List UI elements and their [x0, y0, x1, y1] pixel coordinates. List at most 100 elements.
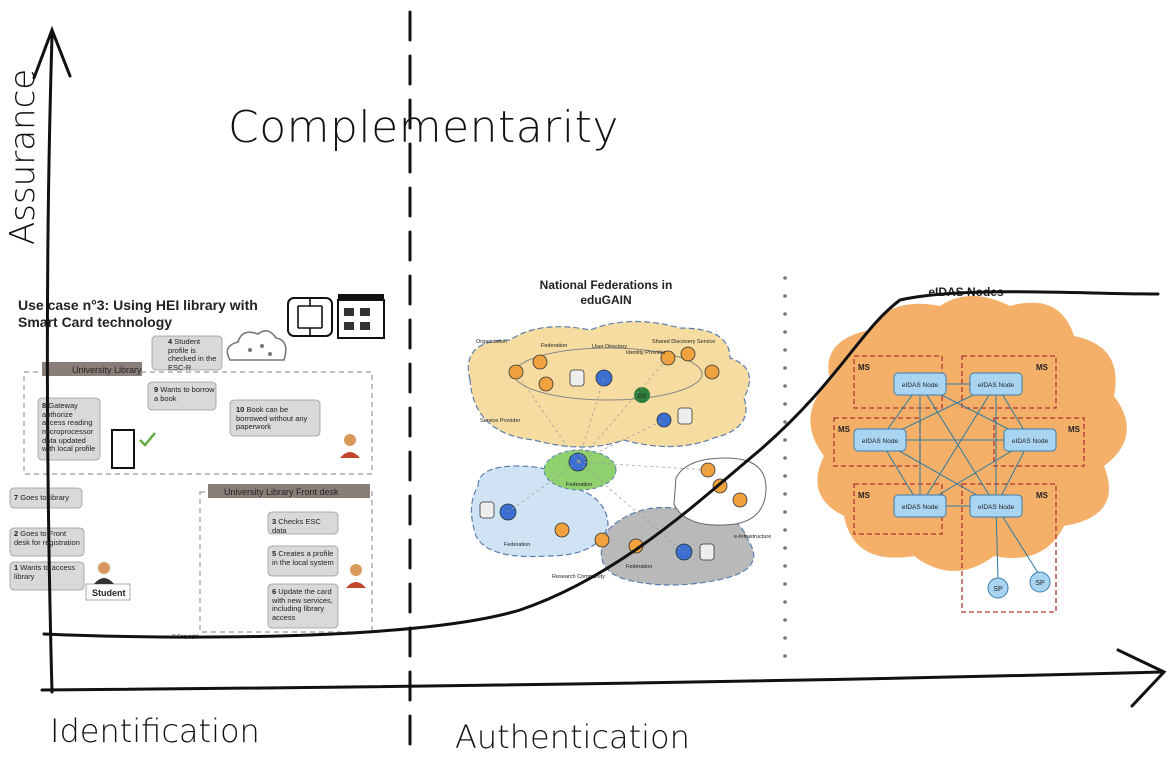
sp-node — [704, 364, 720, 380]
db-nodes — [479, 369, 715, 561]
eidas-node-label: eIDAS Node — [862, 438, 899, 445]
axes — [32, 10, 1167, 754]
ms-box — [993, 417, 1085, 467]
label-federation-bottom: Federation — [626, 564, 652, 570]
university-library-box — [23, 371, 373, 475]
label-user-directory: User Directory — [592, 344, 627, 350]
step-box-9 — [147, 381, 217, 411]
step-box-8 — [37, 397, 101, 461]
x-label-identification: Identification — [50, 712, 260, 750]
gate-icon — [111, 429, 156, 469]
label-federation-center: Federation — [566, 482, 592, 488]
separator-dot — [783, 546, 787, 550]
staff-person-icon — [346, 564, 366, 588]
eidas-diagram: eIDAS Nodes — [810, 285, 1127, 613]
idp-node — [656, 412, 672, 428]
separator-dot — [783, 420, 787, 424]
idp-nodes — [499, 369, 693, 561]
label-organization: Organization — [476, 339, 507, 345]
step-10-text: 10 Book can be borrowed without any pape… — [236, 405, 308, 432]
sp-node — [700, 462, 716, 478]
eidas-nodes — [853, 372, 1057, 518]
step-box-1 — [9, 561, 85, 591]
eidas-sp-node — [987, 577, 1009, 599]
eidas-node — [893, 372, 947, 396]
ms-label: MS — [858, 363, 871, 372]
step-5-text: 5 Creates a profile in the local system — [272, 549, 334, 567]
ms-label: MS — [858, 491, 871, 500]
separator-dot — [783, 384, 787, 388]
step-box-7 — [9, 487, 83, 509]
ds-label: DS — [638, 394, 646, 400]
step-8-text: 8 Gateway authorize access reading micro… — [42, 401, 96, 454]
ms-box — [833, 417, 921, 467]
discovery-service-node — [634, 387, 650, 403]
separator-dot — [783, 348, 787, 352]
step-box-10 — [229, 399, 321, 437]
step-box-2 — [9, 527, 85, 557]
separator-dot — [783, 600, 787, 604]
university-library-label: University Library — [72, 365, 142, 375]
sp-node — [732, 492, 748, 508]
eidas-node-label: eIDAS Node — [902, 382, 939, 389]
separator-dot — [783, 312, 787, 316]
separator-dot — [783, 402, 787, 406]
federation-links — [507, 357, 709, 553]
separator-dot — [783, 564, 787, 568]
separator-dot — [783, 330, 787, 334]
step-7-text: 7 Goes to library — [14, 493, 70, 502]
db-node — [677, 407, 693, 425]
front-desk-tag — [208, 484, 370, 498]
ms-labels: MS MS MS MS MS MS — [838, 363, 1081, 500]
db-node — [479, 501, 495, 519]
sp-node — [594, 532, 610, 548]
dotted-separator — [783, 276, 787, 658]
sp-node — [532, 354, 548, 370]
label-federation-top: Federation — [541, 343, 567, 349]
edugain-title-2: eduGAIN — [580, 293, 631, 307]
ms-box — [961, 483, 1057, 613]
eidas-node-label: eIDAS Node — [902, 504, 939, 511]
step-box-5 — [267, 545, 339, 577]
db-node — [569, 369, 585, 387]
smart-card-chip-icon — [287, 297, 333, 337]
label-e-infrastructure: e-Infrastructure — [734, 534, 771, 540]
ms-box — [961, 355, 1057, 409]
separator-dot — [783, 654, 787, 658]
label-shared-discovery: Shared Discovery Service — [652, 339, 715, 345]
step-2-text: 2 Goes to Front desk for registration — [14, 529, 80, 547]
separator-dot — [783, 438, 787, 442]
separator-dot — [783, 582, 787, 586]
x-axis-arrowhead — [1116, 648, 1167, 708]
ms-label: MS — [1036, 363, 1049, 372]
label-federation-left: Federation — [504, 542, 530, 548]
sp-node — [660, 350, 676, 366]
x-label-authentication: Authentication — [455, 718, 690, 756]
ms-label: MS — [1068, 425, 1081, 434]
separator-dot — [783, 492, 787, 496]
library-building-icon — [337, 294, 385, 339]
eidas-node-label: eIDAS Node — [978, 504, 1015, 511]
step-box-4 — [151, 335, 223, 371]
separator-dot — [783, 528, 787, 532]
eidas-node — [969, 494, 1023, 518]
eidas-sp-node — [1029, 571, 1051, 593]
separator-dot — [783, 474, 787, 478]
separator-dot — [783, 510, 787, 514]
edugain-title-1: National Federations in — [540, 278, 673, 292]
step-box-3 — [267, 511, 339, 535]
growth-curve — [42, 290, 1160, 639]
step-3-text: 3 Checks ESC data — [272, 517, 321, 535]
use-case-heading-1: Use case n°3: Using HEI library with — [18, 297, 258, 313]
eidas-node — [893, 494, 947, 518]
use-case-heading-2: Smart Card technology — [18, 314, 172, 330]
sp-node — [680, 346, 696, 362]
student-person-icon — [94, 562, 114, 584]
student-label: Student — [92, 588, 126, 598]
separator-dot — [783, 366, 787, 370]
page-title: Complementarity — [228, 102, 619, 153]
separator-dot — [783, 294, 787, 298]
eidas-sp-label: SP — [993, 586, 1003, 593]
sp-node — [554, 522, 570, 538]
